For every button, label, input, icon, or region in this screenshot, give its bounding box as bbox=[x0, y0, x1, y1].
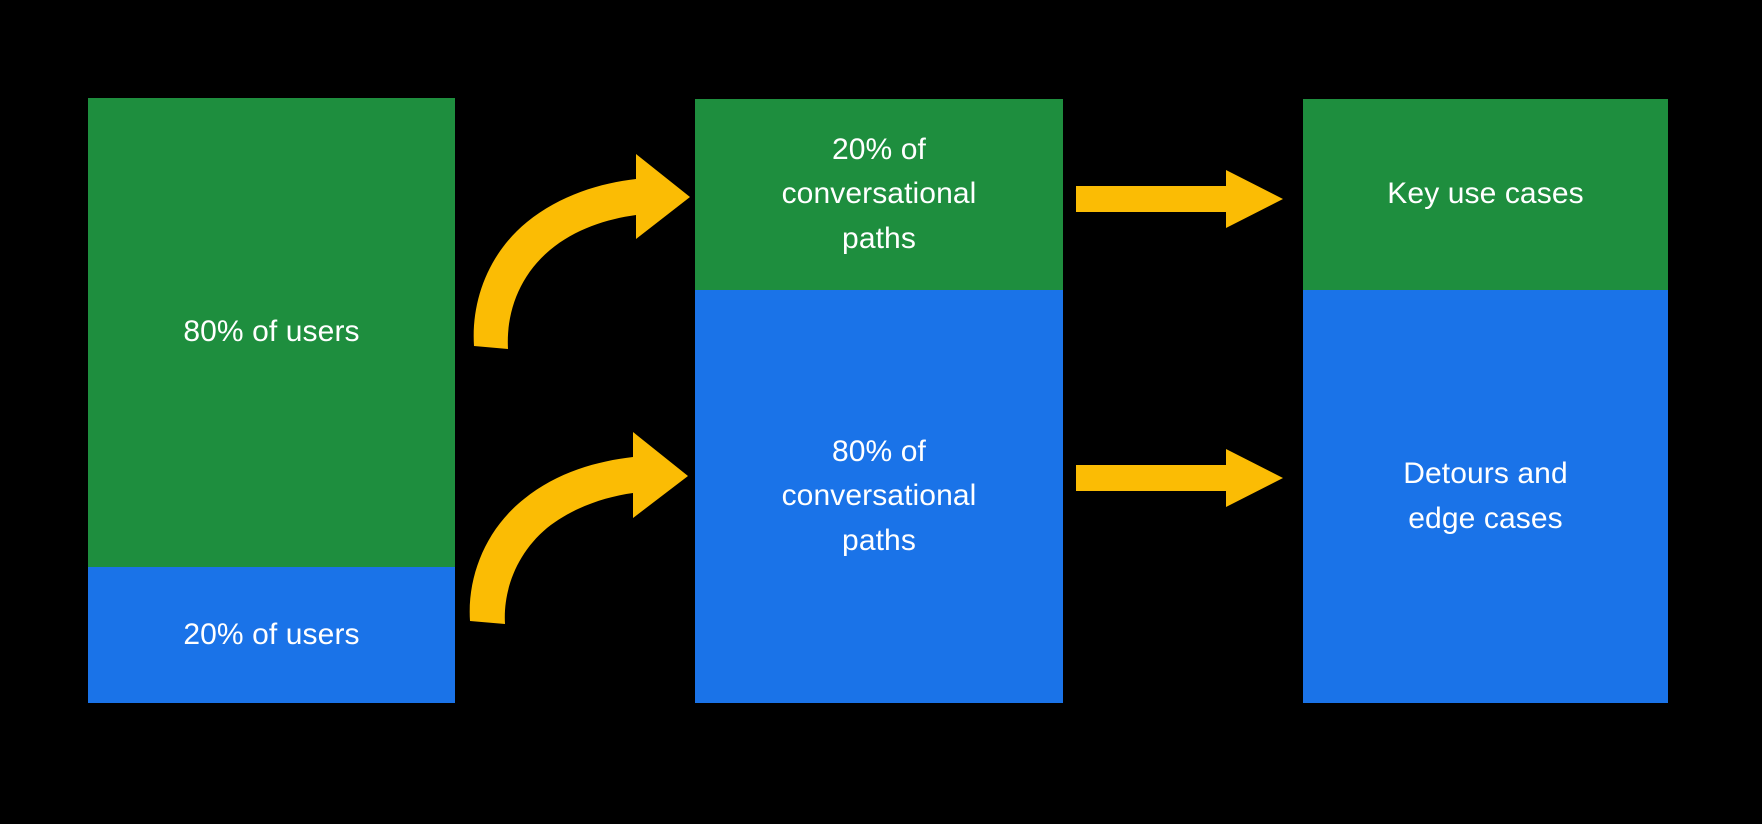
segment-outcome-key-use-cases-label: Key use cases bbox=[1387, 177, 1584, 211]
column-users: 80% of users 20% of users bbox=[88, 98, 455, 703]
segment-outcome-key-use-cases[interactable]: Key use cases bbox=[1303, 99, 1668, 290]
segment-users-major[interactable]: 80% of users bbox=[88, 98, 455, 567]
curved-arrow-bottom bbox=[455, 440, 685, 635]
segment-paths-major[interactable]: 80% of conversational paths bbox=[695, 290, 1063, 703]
curved-arrow-top bbox=[455, 160, 685, 360]
segment-paths-major-label: 80% of conversational paths bbox=[781, 435, 977, 557]
straight-arrow-top bbox=[1072, 175, 1287, 225]
column-conversational-paths: 20% of conversational paths 80% of conve… bbox=[695, 99, 1063, 703]
segment-users-minor[interactable]: 20% of users bbox=[88, 567, 455, 703]
segment-paths-minor-label: 20% of conversational paths bbox=[781, 133, 977, 255]
segment-paths-minor[interactable]: 20% of conversational paths bbox=[695, 99, 1063, 290]
straight-arrow-bottom bbox=[1072, 454, 1287, 504]
segment-outcome-detours[interactable]: Detours and edge cases bbox=[1303, 290, 1668, 703]
segment-users-major-label: 80% of users bbox=[183, 315, 360, 349]
segment-users-minor-label: 20% of users bbox=[183, 617, 360, 651]
column-outcomes: Key use cases Detours and edge cases bbox=[1303, 99, 1668, 703]
segment-outcome-detours-label: Detours and edge cases bbox=[1403, 457, 1568, 535]
